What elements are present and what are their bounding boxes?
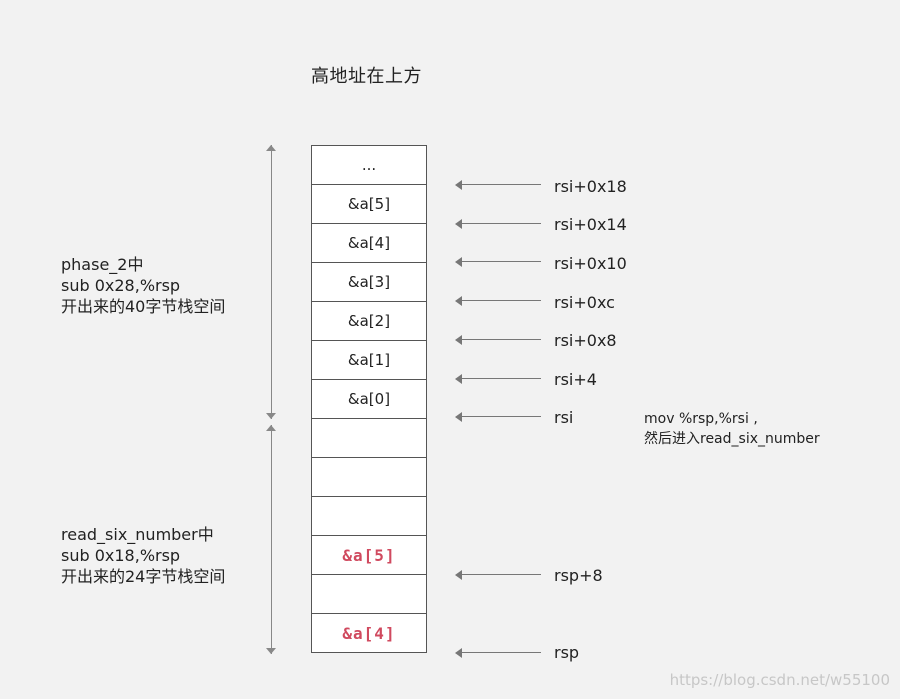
phase2-span-line bbox=[271, 145, 272, 419]
pointer-label-rsi-0x8: rsi+0x8 bbox=[554, 331, 617, 350]
stack-cell-empty bbox=[312, 458, 426, 497]
arrow-down-icon bbox=[266, 413, 276, 419]
phase2-annotation-line1: phase_2中 bbox=[61, 255, 144, 274]
arrow-up-icon bbox=[266, 425, 276, 431]
stack-cell-rsp8-a5: &a[5] bbox=[312, 536, 426, 575]
instruction-note-line1: mov %rsp,%rsi , bbox=[644, 411, 758, 427]
pointer-arrow-rsi-0x8 bbox=[455, 334, 541, 346]
stack-cell-empty bbox=[312, 575, 426, 614]
pointer-label-rsi-0x18: rsi+0x18 bbox=[554, 177, 627, 196]
phase2-annotation: phase_2中 sub 0x28,%rsp 开出来的40字节栈空间 bbox=[61, 254, 225, 317]
pointer-arrow-rsi-0x18 bbox=[455, 179, 541, 191]
arrow-left-icon bbox=[455, 257, 462, 267]
pointer-arrow-rsp bbox=[455, 647, 541, 659]
arrow-up-icon bbox=[266, 145, 276, 151]
read-six-annotation-line1: read_six_number中 bbox=[61, 525, 214, 544]
stack-cell-a1: &a[1] bbox=[312, 341, 426, 380]
pointer-label-rsi-0xc: rsi+0xc bbox=[554, 293, 615, 312]
pointer-arrow-rsi-4 bbox=[455, 373, 541, 385]
stack-frame: ... &a[5] &a[4] &a[3] &a[2] &a[1] &a[0] … bbox=[311, 145, 427, 653]
instruction-note: mov %rsp,%rsi , 然后进入read_six_number bbox=[644, 409, 820, 449]
stack-cell-a3: &a[3] bbox=[312, 263, 426, 302]
arrow-left-icon bbox=[455, 374, 462, 384]
phase2-span-arrow bbox=[262, 145, 282, 419]
pointer-arrow-rsp-8 bbox=[455, 569, 541, 581]
stack-cell-rsp-a4: &a[4] bbox=[342, 623, 396, 643]
pointer-arrow-rsi-0x14 bbox=[455, 218, 541, 230]
read-six-span-arrow bbox=[262, 425, 282, 654]
stack-cell-empty bbox=[312, 419, 426, 458]
phase2-annotation-line3: 开出来的40字节栈空间 bbox=[61, 297, 226, 316]
read-six-annotation-line2: sub 0x18,%rsp bbox=[61, 546, 181, 565]
diagram-title: 高地址在上方 bbox=[311, 66, 422, 87]
pointer-label-rsi-4: rsi+4 bbox=[554, 370, 597, 389]
arrow-down-icon bbox=[266, 648, 276, 654]
arrow-left-icon bbox=[455, 296, 462, 306]
phase2-annotation-line2: sub 0x28,%rsp bbox=[61, 276, 181, 295]
watermark: https://blog.csdn.net/w55100 bbox=[669, 671, 890, 689]
read-six-annotation: read_six_number中 sub 0x18,%rsp 开出来的24字节栈… bbox=[61, 524, 225, 587]
pointer-arrow-rsi-0x10 bbox=[455, 256, 541, 268]
arrow-left-icon bbox=[455, 648, 462, 658]
stack-cell-empty bbox=[312, 497, 426, 536]
pointer-label-rsi-0x14: rsi+0x14 bbox=[554, 215, 627, 234]
stack-cell-a5: &a[5] bbox=[312, 185, 426, 224]
arrow-left-icon bbox=[455, 335, 462, 345]
stack-cell-a0: &a[0] bbox=[312, 380, 426, 419]
stack-cell-a2: &a[2] bbox=[312, 302, 426, 341]
arrow-left-icon bbox=[455, 412, 462, 422]
stack-cell-ellipsis: ... bbox=[312, 146, 426, 185]
pointer-arrow-rsi-0xc bbox=[455, 295, 541, 307]
arrow-left-icon bbox=[455, 180, 462, 190]
pointer-label-rsp-8: rsp+8 bbox=[554, 566, 603, 585]
arrow-left-icon bbox=[455, 570, 462, 580]
pointer-label-rsi: rsi bbox=[554, 408, 574, 427]
pointer-label-rsp: rsp bbox=[554, 643, 580, 662]
pointer-arrow-rsi bbox=[455, 411, 541, 423]
read-six-annotation-line3: 开出来的24字节栈空间 bbox=[61, 567, 226, 586]
arrow-left-icon bbox=[455, 219, 462, 229]
read-six-span-line bbox=[271, 425, 272, 654]
instruction-note-line2: 然后进入read_six_number bbox=[644, 431, 820, 447]
pointer-label-rsi-0x10: rsi+0x10 bbox=[554, 254, 627, 273]
stack-cell-a4: &a[4] bbox=[312, 224, 426, 263]
